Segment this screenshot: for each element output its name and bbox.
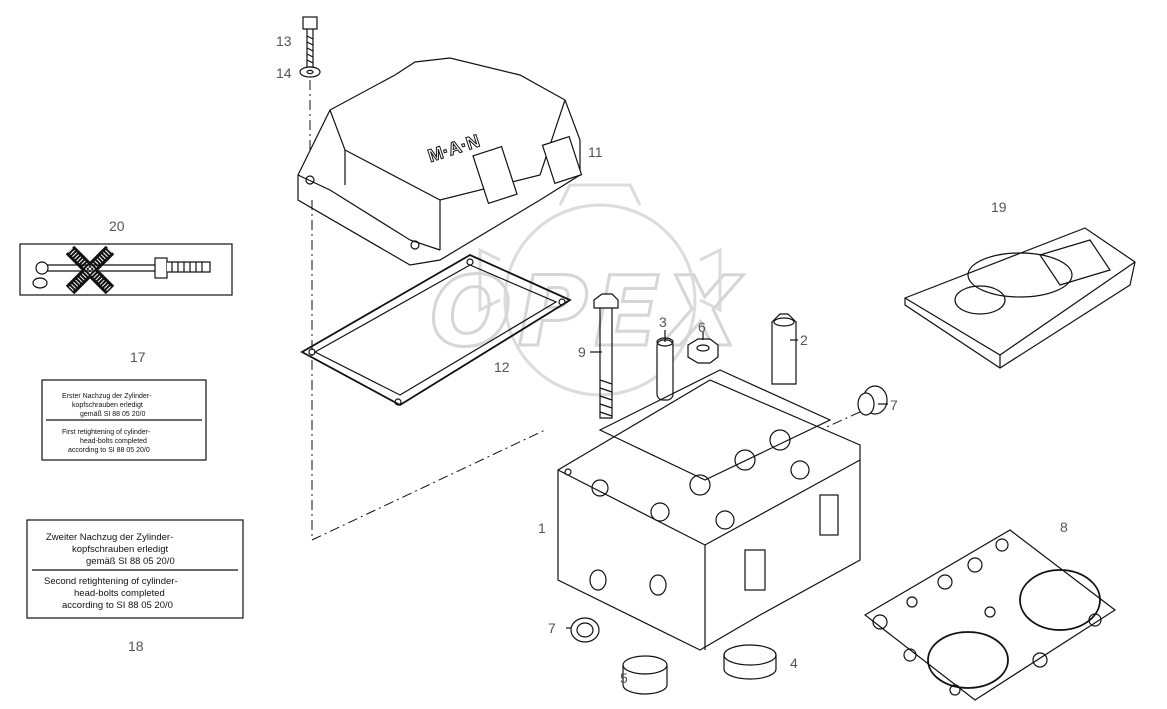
- callout-3: 3: [659, 314, 667, 330]
- plate-18[interactable]: Zweiter Nachzug der Zylinder- kopfschrau…: [26, 519, 244, 619]
- plate-18-line-2: kopfschrauben erledigt: [72, 544, 168, 555]
- valve-cover-11[interactable]: M·A·N: [297, 57, 583, 266]
- plate-17-line-4: First retightening of cylinder-: [62, 429, 151, 436]
- plate-20[interactable]: [19, 243, 233, 296]
- callout-6: 6: [698, 319, 706, 335]
- callout-9: 9: [578, 344, 586, 360]
- washer-14[interactable]: [299, 66, 321, 78]
- plug-7-top[interactable]: [857, 385, 888, 416]
- plate-18-line-3: gemäß SI 88 05 20/0: [86, 556, 175, 567]
- plate-18-line-6: according to SI 88 05 20/0: [62, 600, 173, 611]
- plate-17-line-1: Erster Nachzug der Zylinder-: [62, 393, 152, 400]
- callout-4: 4: [790, 655, 798, 671]
- head-gasket-8[interactable]: [863, 529, 1117, 701]
- callout-7-bottom: 7: [548, 620, 556, 636]
- callout-18: 18: [128, 638, 144, 654]
- callout-numbers: 1 2 3 4 5 6 7 7 8 9 11 12 13 14 17 18 19…: [109, 33, 1068, 686]
- sleeve-2[interactable]: [771, 313, 797, 385]
- leader-lines: [566, 330, 888, 629]
- bolt-13[interactable]: [302, 16, 318, 68]
- plate-18-line-4: Second retightening of cylinder-: [44, 576, 178, 587]
- sleeve-3[interactable]: [656, 337, 674, 401]
- plate-18-line-5: head-bolts completed: [74, 588, 165, 599]
- plate-17-line-3: gemäß SI 88 05 20/0: [80, 411, 145, 418]
- plate-18-line-1: Zweiter Nachzug der Zylinder-: [46, 532, 173, 543]
- callout-17: 17: [130, 349, 146, 365]
- callout-5: 5: [620, 670, 628, 686]
- callout-11: 11: [588, 144, 603, 160]
- callout-1: 1: [538, 520, 546, 536]
- callout-8: 8: [1060, 519, 1068, 535]
- plate-17-line-6: according to SI 88 05 20/0: [68, 447, 150, 454]
- plate-17[interactable]: Erster Nachzug der Zylinder- kopfschraub…: [41, 379, 207, 461]
- plate-17-line-5: head-bolts completed: [80, 438, 147, 445]
- plug-7-bottom[interactable]: [570, 617, 600, 643]
- nut-6[interactable]: [687, 338, 719, 364]
- assembly-line: [311, 429, 546, 541]
- ring-5[interactable]: [622, 655, 668, 695]
- plate-17-line-2: kopfschrauben erledigt: [72, 402, 143, 409]
- ring-4[interactable]: [723, 644, 777, 680]
- callout-20: 20: [109, 218, 125, 234]
- assembly-line: [819, 411, 861, 431]
- callout-13: 13: [276, 33, 292, 49]
- cover-gasket-12[interactable]: [300, 253, 572, 407]
- callout-7-top: 7: [890, 397, 898, 413]
- callout-2: 2: [800, 332, 808, 348]
- gasket-kit-19[interactable]: [904, 227, 1136, 369]
- callout-19: 19: [991, 199, 1007, 215]
- callout-12: 12: [494, 359, 510, 375]
- cylinder-head-1[interactable]: [557, 369, 861, 651]
- callout-14: 14: [276, 65, 292, 81]
- head-bolt-9[interactable]: [593, 293, 619, 419]
